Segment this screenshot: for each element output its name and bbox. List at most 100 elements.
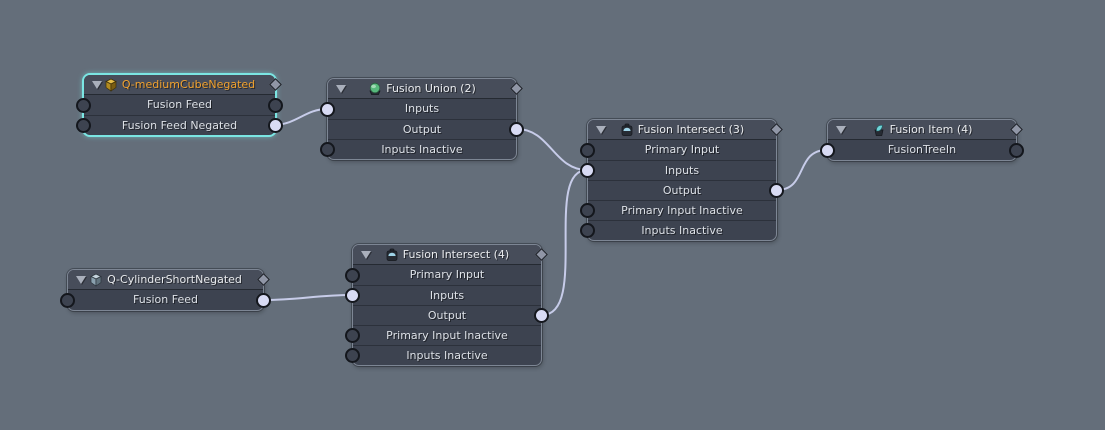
collapse-triangle-icon[interactable] (596, 126, 606, 134)
diamond-toggle-icon[interactable] (535, 248, 548, 261)
port-row-label: Inputs Inactive (406, 349, 488, 362)
collapse-triangle-icon[interactable] (76, 276, 86, 284)
node-body: FusionTreeIn (828, 140, 1016, 160)
diamond-toggle-icon[interactable] (1010, 123, 1023, 136)
node-fusion-item-4[interactable]: Fusion Item (4) FusionTreeIn (820, 119, 1024, 161)
node-title: Q-mediumCubeNegated (121, 78, 256, 91)
node-titlebar: Fusion Item (4) (828, 120, 1023, 140)
port-inputs-in[interactable] (580, 163, 595, 178)
steel-model-icon (89, 273, 103, 287)
node-titlebar: Fusion Intersect (4) (353, 245, 548, 265)
port-row: Inputs (353, 285, 541, 305)
node-body: Primary Input Inputs Output Primary Inpu… (588, 140, 776, 240)
port-fusion-feed-in[interactable] (60, 293, 75, 308)
node-titlebar: Fusion Intersect (3) (588, 120, 783, 140)
node-body: Fusion Feed Fusion Feed Negated (84, 95, 275, 135)
port-inputs-in[interactable] (345, 288, 360, 303)
port-output-out[interactable] (534, 308, 549, 323)
port-output-out[interactable] (769, 183, 784, 198)
port-output-out[interactable] (509, 122, 524, 137)
port-fusiontreein-out[interactable] (1009, 143, 1024, 158)
port-row: Primary Input (353, 265, 541, 285)
node-fusion-intersect-4[interactable]: Fusion Intersect (4) Primary Input Input… (345, 244, 549, 366)
port-fusion-feed-negated-in[interactable] (76, 118, 91, 133)
port-row-label: Primary Input (409, 268, 485, 281)
port-row: FusionTreeIn (828, 140, 1016, 160)
port-row-label: Fusion Feed (133, 293, 198, 306)
node-fusion-intersect-3[interactable]: Fusion Intersect (3) Primary Input Input… (580, 119, 784, 241)
port-fusion-feed-in[interactable] (76, 98, 91, 113)
port-primary-input-inactive-in[interactable] (345, 328, 360, 343)
wire-intersect3-to-item (776, 149, 828, 191)
port-row-label: Primary Input (644, 143, 720, 156)
port-inputs-inactive-in[interactable] (580, 223, 595, 238)
item-basket-icon (872, 123, 886, 137)
port-primary-input-in[interactable] (580, 143, 595, 158)
port-row-label: Primary Input Inactive (386, 329, 508, 342)
intersect-pot-icon (385, 248, 399, 262)
node-body: Inputs Output Inputs Inactive (328, 99, 516, 159)
green-sphere-icon (368, 82, 382, 96)
port-row: Output (353, 305, 541, 325)
port-row-label: Inputs (404, 102, 440, 115)
collapse-triangle-icon[interactable] (361, 251, 371, 259)
collapse-triangle-icon[interactable] (92, 81, 102, 89)
port-row-label: Inputs (429, 289, 465, 302)
port-row: Fusion Feed Negated (84, 115, 275, 135)
wire-intersect4-to-intersect3 (541, 169, 588, 316)
port-row-label: Inputs Inactive (641, 224, 723, 237)
diamond-toggle-icon[interactable] (269, 78, 282, 91)
diamond-toggle-icon[interactable] (510, 82, 523, 95)
node-fusion-union-2[interactable]: Fusion Union (2) Inputs Output Inputs In… (320, 78, 524, 160)
port-fusion-feed-out[interactable] (268, 98, 283, 113)
port-row: Primary Input Inactive (588, 200, 776, 220)
node-title: Fusion Union (2) (386, 82, 476, 95)
node-titlebar: Q-mediumCubeNegated (84, 75, 282, 95)
port-primary-input-inactive-in[interactable] (580, 203, 595, 218)
port-row-label: Fusion Feed (147, 98, 212, 111)
node-titlebar: Q-CylinderShortNegated (68, 270, 270, 290)
port-row-label: Primary Input Inactive (621, 204, 743, 217)
diamond-toggle-icon[interactable] (770, 123, 783, 136)
port-inputs-inactive-in[interactable] (345, 348, 360, 363)
port-row-label: Output (662, 184, 702, 197)
collapse-triangle-icon[interactable] (336, 85, 346, 93)
port-row: Inputs (588, 160, 776, 180)
port-fusiontreein-in[interactable] (820, 143, 835, 158)
port-row-label: Output (402, 123, 442, 136)
port-row: Inputs Inactive (588, 220, 776, 240)
diamond-toggle-icon[interactable] (257, 273, 270, 286)
intersect-pot-icon (620, 123, 634, 137)
port-row: Inputs (328, 99, 516, 119)
node-titlebar: Fusion Union (2) (328, 79, 523, 99)
port-row-label: Fusion Feed Negated (121, 119, 238, 132)
node-title: Q-CylinderShortNegated (107, 273, 242, 286)
port-row: Fusion Feed (68, 290, 263, 310)
port-inputs-inactive-in[interactable] (320, 142, 335, 157)
node-title: Fusion Item (4) (889, 123, 973, 136)
port-row-label: Inputs Inactive (381, 143, 463, 156)
port-inputs-in[interactable] (320, 102, 335, 117)
port-fusion-feed-out[interactable] (256, 293, 271, 308)
gold-model-icon (104, 78, 118, 92)
port-row: Inputs Inactive (353, 345, 541, 365)
port-fusion-feed-negated-out[interactable] (268, 118, 283, 133)
port-row: Fusion Feed (84, 95, 275, 115)
node-q-mediumcubenegated[interactable]: Q-mediumCubeNegated Fusion Feed Fusion F… (76, 74, 283, 136)
port-row-label: Inputs (664, 164, 700, 177)
collapse-triangle-icon[interactable] (836, 126, 846, 134)
port-row: Primary Input (588, 140, 776, 160)
port-primary-input-in[interactable] (345, 268, 360, 283)
node-body: Fusion Feed (68, 290, 263, 310)
node-title: Fusion Intersect (4) (402, 248, 510, 261)
port-row: Primary Input Inactive (353, 325, 541, 345)
port-row: Output (328, 119, 516, 139)
node-body: Primary Input Inputs Output Primary Inpu… (353, 265, 541, 365)
wire-cylinder-to-intersect4 (263, 294, 353, 301)
node-q-cylindershortnegated[interactable]: Q-CylinderShortNegated Fusion Feed (60, 269, 271, 311)
node-title: Fusion Intersect (3) (637, 123, 745, 136)
port-row: Output (588, 180, 776, 200)
wire-union-to-intersect3 (516, 128, 588, 171)
